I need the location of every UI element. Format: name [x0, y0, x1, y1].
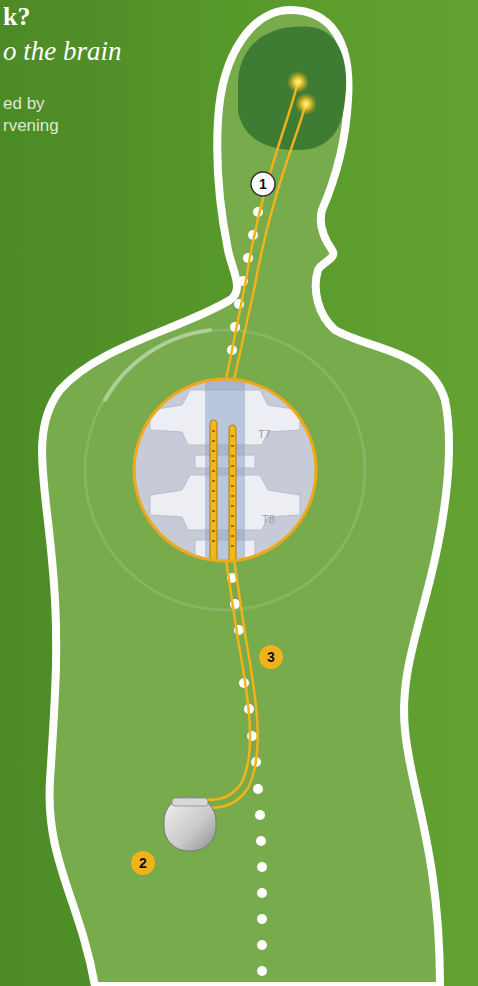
subheading: o the brain	[3, 36, 122, 67]
implant-device	[164, 797, 216, 851]
xray-inset	[130, 375, 320, 570]
callout-circle	[251, 172, 275, 196]
body-text: rvening	[3, 116, 59, 136]
vertebra-label: T8	[262, 513, 275, 526]
callout-circle	[131, 851, 155, 875]
body-outline	[42, 10, 449, 986]
callout-number: 1	[259, 176, 267, 192]
callout-number: 3	[267, 649, 275, 665]
callout-number: 2	[139, 855, 147, 871]
body-text: ed by	[3, 94, 45, 114]
heading: k?	[3, 2, 30, 32]
brain	[238, 27, 346, 150]
callout-circle	[259, 645, 283, 669]
vertebra-label: T7	[258, 428, 271, 441]
